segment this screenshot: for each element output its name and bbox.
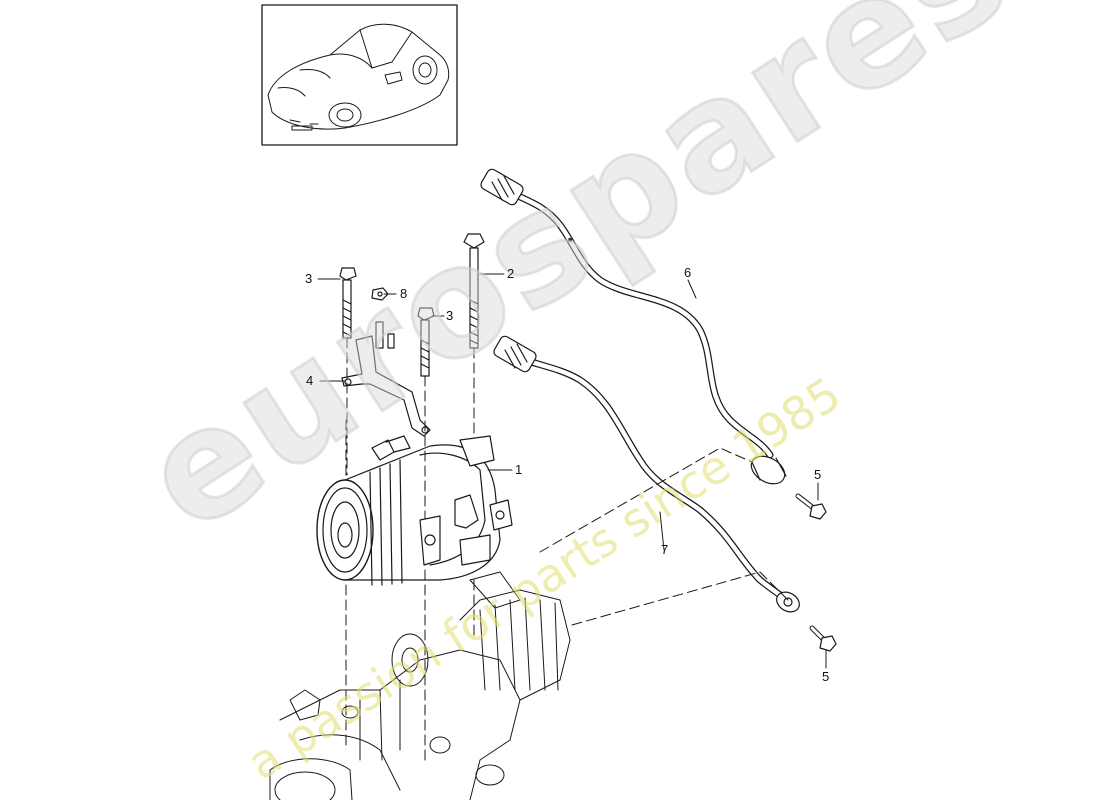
stud <box>375 321 395 349</box>
car-icon <box>267 23 450 131</box>
bolt-3-right <box>417 307 435 377</box>
ac-line-6 <box>480 168 787 485</box>
vehicle-thumbnail <box>261 4 458 146</box>
callout-6: 6 <box>684 265 692 280</box>
bolt-5-upper <box>795 493 827 520</box>
bolt-3-left <box>339 267 357 339</box>
callout-7: 7 <box>661 542 669 557</box>
callout-8: 8 <box>400 286 408 301</box>
nut-8 <box>371 287 389 301</box>
alignment-lines <box>345 337 789 761</box>
callout-5-upper: 5 <box>814 467 822 482</box>
ac-line-7 <box>493 335 800 613</box>
callout-2: 2 <box>507 266 515 281</box>
callout-1: 1 <box>515 462 523 477</box>
engine-block <box>269 571 571 800</box>
callout-5-lower: 5 <box>822 669 830 684</box>
bracket-4 <box>341 335 431 437</box>
bolt-2 <box>463 233 485 349</box>
ac-compressor-1 <box>316 435 513 586</box>
callout-3-left: 3 <box>305 271 313 286</box>
bolt-5-lower <box>809 625 837 652</box>
callout-3-right: 3 <box>446 308 454 323</box>
leader-lines <box>317 273 827 669</box>
callout-4: 4 <box>306 373 314 388</box>
